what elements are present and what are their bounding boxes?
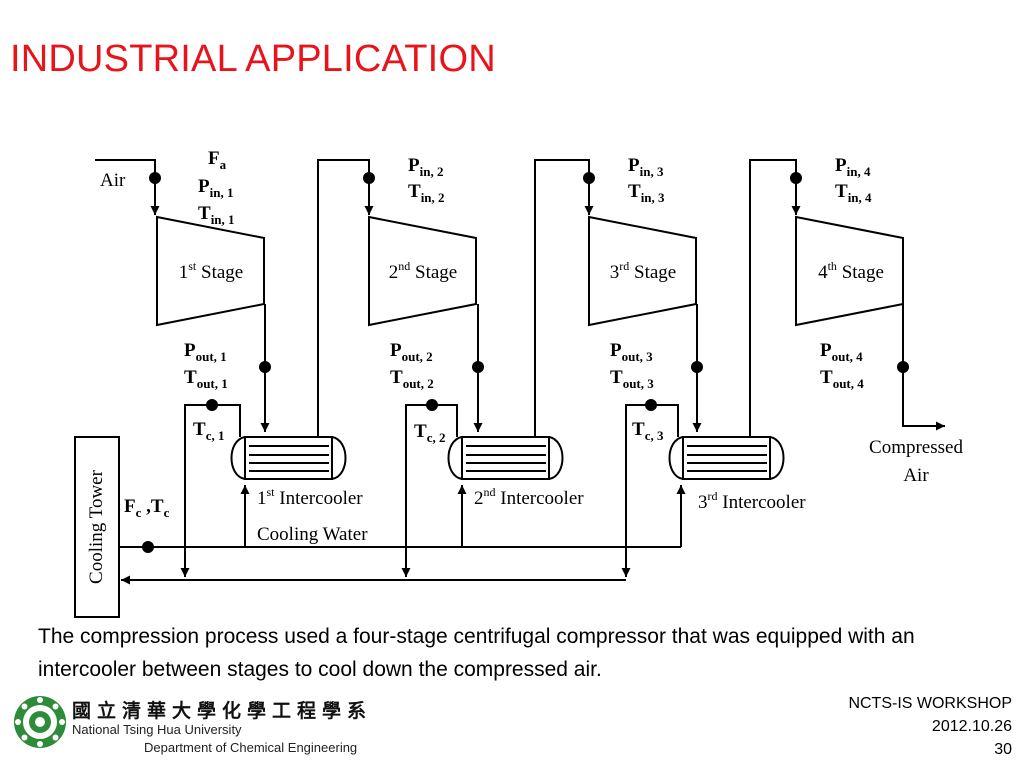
university-logo: 國立清華大學化學工程學系 National Tsing Hua Universi… [8,688,398,760]
footer-event: NCTS-IS WORKSHOP [848,695,1012,712]
intercooler-1-to-stage-2 [317,159,374,437]
air-inlet-line [95,159,160,215]
cooling-water-label: Cooling Water [257,524,368,545]
intercooler-3-label: 3rd Intercooler [698,489,806,513]
compressed-air-outlet [902,304,945,431]
slide-caption: The compression process used a four-stag… [38,625,915,681]
intercooler-2-coolant-temperature: Tc, 2 [414,421,445,445]
stage-1-outlet-pressure: Pout, 1 [184,340,227,364]
stage-4-inlet-pressure: Pin, 4 [835,155,871,179]
stage-2-inlet-temperature: Tin, 2 [408,181,445,205]
stage-4-outlet-temperature: Tout, 4 [820,367,864,391]
slide-title: INDUSTRIAL APPLICATION [10,38,496,80]
stage-3-inlet-pressure: Pin, 3 [628,155,664,179]
cooling-tower-label: Cooling Tower [86,469,107,584]
measurement-points [142,172,909,553]
stage-4-label: 4th Stage [818,259,884,283]
compressed-air-label-line1: Compressed [869,437,963,458]
stage-4-inlet-temperature: Tin, 4 [835,181,872,205]
slide-footer: NCTS-IS WORKSHOP 2012.10.26 30 [848,692,1012,761]
department-name: Department of Chemical Engineering [144,740,358,755]
intercooler-2 [447,436,564,480]
compressed-air-label-line2: Air [903,465,929,486]
intercooler-2-to-stage-3 [534,159,594,437]
stage-1-outlet-temperature: Tout, 1 [184,367,228,391]
slide-number: 30 [994,741,1012,758]
stage-3-outlet-pressure: Pout, 3 [610,340,653,364]
inlet-temperature-label: Tin, 1 [198,203,235,227]
stage-2-label: 2nd Stage [389,259,457,283]
stage-3-outlet-temperature: Tout, 3 [610,367,654,391]
stage-2-compressor [368,215,477,327]
inlet-pressure-label: Pin, 1 [198,176,233,200]
cooling-tower [74,436,120,618]
intercooler-1-label: 1st Intercooler [257,485,363,509]
intercooler-1-coolant-temperature: Tc, 1 [193,419,224,443]
stage-4-outlet-pressure: Pout, 4 [820,340,863,364]
footer-date: 2012.10.26 [931,718,1012,735]
university-english-name: National Tsing Hua University [72,722,242,737]
coolant-flow-temperature-label: Fc ,Tc [124,496,170,520]
stage-3-label: 3rd Stage [610,259,676,283]
air-flow-label: Fa [208,148,227,172]
intercooler-3-coolant-temperature: Tc, 3 [632,419,664,443]
air-label: Air [100,170,126,191]
stage-2-outlet-temperature: Tout, 2 [390,367,434,391]
university-chinese-name: 國立清華大學化學工程學系 [72,700,373,722]
intercooler-3-to-stage-4 [749,159,801,437]
stage-1-label: 1st Stage [179,259,243,283]
university-emblem-icon [14,696,66,748]
stage-2-inlet-pressure: Pin, 2 [408,155,443,179]
intercooler-3 [668,436,785,480]
intercooler-1 [230,436,347,480]
stage-3-inlet-temperature: Tin, 3 [628,181,665,205]
compressor-process-diagram: Air Fa Pin, 1 Tin, 1 Pin, 2 Tin, 2 Pin, … [74,148,963,618]
intercooler-2-label: 2nd Intercooler [474,485,584,509]
stage-2-outlet-pressure: Pout, 2 [390,340,433,364]
